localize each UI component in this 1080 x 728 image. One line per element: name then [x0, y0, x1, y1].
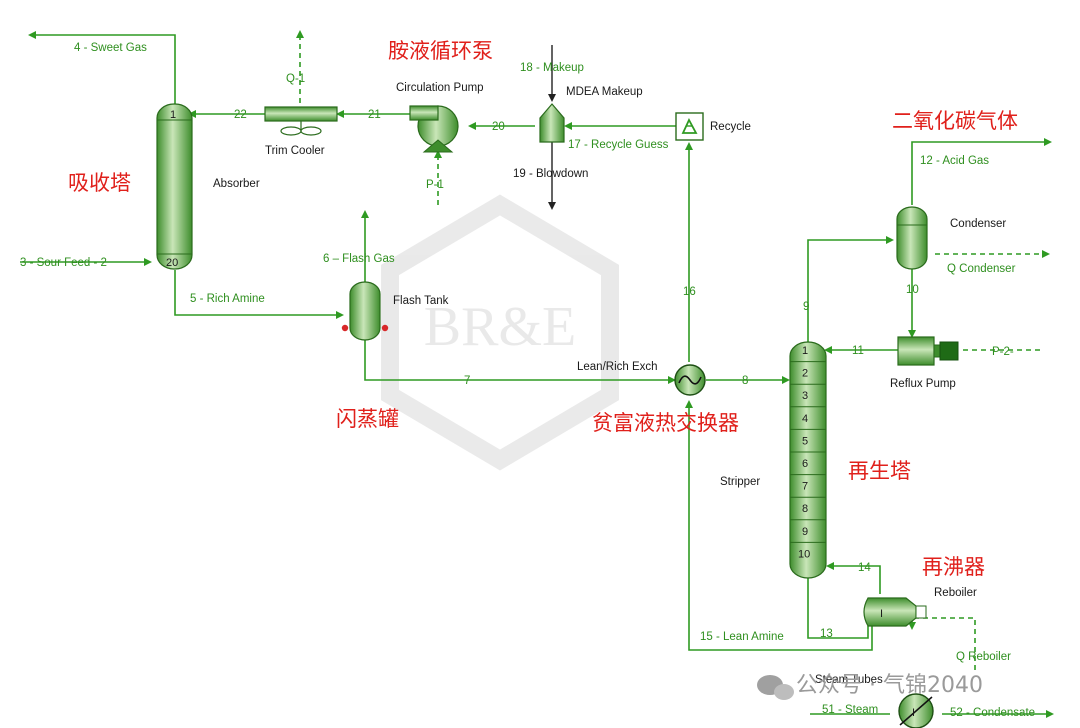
flash-tank[interactable]: [341, 281, 389, 341]
stripper-column[interactable]: [789, 341, 827, 579]
stripper-tray-4: 4: [802, 413, 808, 425]
stream-13-line: [807, 575, 869, 639]
label-stream-20: 20: [492, 121, 505, 133]
label-steam-tubes: Steam Tubes: [815, 674, 883, 686]
stream-7-line: [364, 340, 676, 384]
annotation-pump-cn: 胺液循环泵: [388, 39, 493, 63]
stripper-tray-9: 9: [802, 526, 808, 538]
label-mdea-makeup: MDEA Makeup: [566, 86, 643, 98]
annotation-absorber-cn: 吸收塔: [68, 171, 131, 195]
label-absorber: Absorber: [213, 178, 260, 190]
label-stream-16: 16: [683, 286, 696, 298]
stream-12-line: [911, 138, 1052, 205]
label-exchanger: Lean/Rich Exch: [577, 361, 658, 373]
label-circulation-pump: Circulation Pump: [396, 82, 484, 94]
label-stream-52: 52 - Condensate: [950, 707, 1035, 719]
circulation-pump[interactable]: [409, 105, 459, 153]
stripper-tray-3: 3: [802, 390, 808, 402]
watermark-logo-text: BR&E: [424, 296, 576, 358]
stripper-tray-7: 7: [802, 481, 808, 493]
label-q-reboiler: Q Reboiler: [956, 651, 1011, 663]
label-stream-9: 9: [803, 301, 809, 313]
label-flash-tank: Flash Tank: [393, 295, 449, 307]
stream-15-line: [685, 400, 873, 651]
watermark-logo: BR&E: [381, 194, 619, 471]
trim-cooler[interactable]: [264, 106, 338, 136]
absorber-column[interactable]: [156, 103, 193, 270]
label-stream-14: 14: [858, 562, 871, 574]
label-condenser: Condenser: [950, 218, 1006, 230]
lean-rich-exchanger[interactable]: [674, 364, 706, 396]
condenser-drum[interactable]: [896, 206, 928, 270]
absorber-tray-20: 20: [166, 257, 178, 269]
stripper-tray-5: 5: [802, 435, 808, 447]
label-stream-21: 21: [368, 109, 381, 121]
stripper-tray-6: 6: [802, 458, 808, 470]
mdea-makeup-mixer[interactable]: [539, 103, 565, 143]
label-reboiler: Reboiler: [934, 587, 977, 599]
label-stream-5: 5 - Rich Amine: [190, 293, 265, 305]
label-stream-4: 4 - Sweet Gas: [74, 42, 147, 54]
label-stream-12: 12 - Acid Gas: [920, 155, 989, 167]
label-trim-cooler: Trim Cooler: [265, 145, 325, 157]
svg-text:I: I: [880, 608, 883, 620]
stripper-tray-8: 8: [802, 503, 808, 515]
label-stream-7: 7: [464, 375, 470, 387]
steam-tubes-exchanger[interactable]: I: [898, 693, 934, 728]
stripper-tray-2: 2: [802, 368, 808, 380]
stream-5-line: [174, 270, 344, 319]
label-p2: P-2-: [992, 346, 1014, 358]
label-stream-6: 6 – Flash Gas: [323, 253, 395, 265]
stream-9-line: [807, 236, 894, 343]
stripper-tray-10: 10: [798, 548, 810, 560]
label-stream-51: 51 - Steam: [822, 704, 878, 716]
label-stream-10: 10: [906, 284, 919, 296]
stream-14-line: [826, 562, 881, 594]
annotation-reboiler-cn: 再沸器: [922, 555, 985, 579]
wechat-watermark: 公众号 · 气锦2040: [757, 673, 983, 700]
label-p1: P-1: [426, 179, 444, 191]
label-stream-8: 8: [742, 375, 748, 387]
label-q-condenser: Q Condenser: [947, 263, 1016, 275]
recycle-block[interactable]: [675, 112, 704, 141]
label-stream-13: 13: [820, 628, 833, 640]
label-stream-11: 11: [852, 345, 864, 357]
label-stream-19: 19 - Blowdown: [513, 168, 588, 180]
absorber-tray-1: 1: [170, 109, 176, 121]
energy-qreb-line: [908, 617, 976, 670]
label-stream-18: 18 - Makeup: [520, 62, 584, 74]
svg-text:I: I: [912, 707, 915, 719]
annotation-flash-cn: 闪蒸罐: [336, 407, 399, 431]
stream-4-line: [28, 31, 176, 110]
label-q1: Q-1: [286, 73, 305, 85]
wechat-watermark-text: 公众号 · 气锦2040: [796, 673, 983, 698]
label-stripper: Stripper: [720, 476, 760, 488]
label-stream-3: 3 - Sour Feed - 2: [20, 257, 107, 269]
label-stream-15: 15 - Lean Amine: [700, 631, 784, 643]
reboiler[interactable]: I: [863, 597, 927, 627]
annotation-exchanger-cn: 贫富液热交换器: [592, 411, 739, 435]
label-stream-17: 17 - Recycle Guess: [568, 139, 669, 151]
stripper-trays: 1 2 3 4 5 6 7 8 9 10: [790, 345, 826, 560]
stripper-tray-1: 1: [802, 345, 808, 357]
reflux-pump[interactable]: [897, 336, 959, 366]
label-stream-22: 22: [234, 109, 247, 121]
label-recycle: Recycle: [710, 121, 751, 133]
label-reflux-pump: Reflux Pump: [890, 378, 956, 390]
annotation-acid-gas-cn: 二氧化碳气体: [892, 109, 1018, 133]
annotation-stripper-cn: 再生塔: [848, 459, 911, 483]
